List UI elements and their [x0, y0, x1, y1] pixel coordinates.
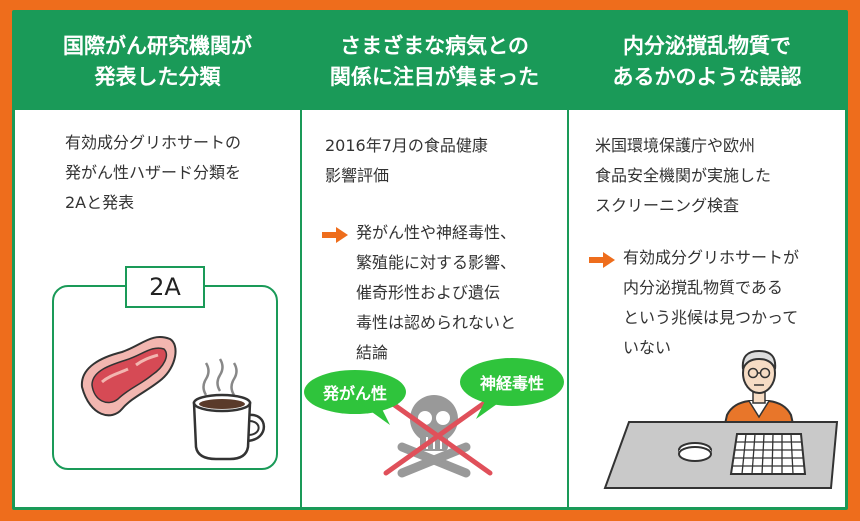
text-line: 2Aと発表 — [65, 193, 135, 212]
conclusion-text: 発がん性や神経毒性、 繁殖能に対する影響、 催奇形性および遺伝 毒性は認められな… — [356, 218, 516, 368]
text-line: という兆候は見つかって — [623, 308, 799, 327]
column-text: 有効成分グリホサートの 発がん性ハザード分類を 2Aと発表 — [65, 128, 290, 218]
conclusion-block: 有効成分グリホサートが 内分泌撹乱物質である という兆候は見つかって いない — [589, 243, 845, 363]
conclusion-text: 有効成分グリホサートが 内分泌撹乱物質である という兆候は見つかって いない — [623, 243, 799, 363]
meat-icon — [80, 336, 177, 417]
heading-line: あるかのような誤認 — [612, 64, 802, 89]
text-line: 発がん性ハザード分類を — [65, 163, 242, 182]
arrow-right-icon — [322, 227, 348, 243]
heading-line: さまざまな病気との — [340, 33, 529, 58]
column-heading: さまざまな病気との 関係に注目が集まった — [302, 13, 567, 113]
heading-line: 国際がん研究機関が — [63, 33, 252, 58]
classification-box — [52, 285, 278, 470]
text-line: 毒性は認められないと — [356, 313, 517, 332]
text-line: 内分泌撹乱物質である — [623, 278, 783, 297]
arrow-right-icon — [589, 252, 615, 268]
heading-line: 内分泌撹乱物質で — [623, 33, 791, 58]
desk-calculator-icon — [603, 421, 839, 489]
text-line: 発がん性や神経毒性、 — [356, 223, 517, 242]
text-line: いない — [623, 338, 672, 357]
speech-bubble: 発がん性 — [304, 370, 406, 414]
column-endocrine: 内分泌撹乱物質で あるかのような誤認 米国環境保護庁や欧州 食品安全機関が実施し… — [567, 13, 845, 507]
text-line: 繁殖能に対する影響、 — [356, 253, 517, 272]
column-heading: 国際がん研究機関が 発表した分類 — [15, 13, 300, 113]
heading-line: 関係に注目が集まった — [329, 64, 540, 89]
coffee-cup-icon — [192, 358, 265, 461]
text-line: 有効成分グリホサートの — [65, 133, 242, 152]
classification-badge: 2A — [125, 266, 205, 308]
text-line: 催奇形性および遺伝 — [356, 283, 501, 302]
column-text: 2016年7月の食品健康 影響評価 — [325, 131, 555, 191]
column-iarc: 国際がん研究機関が 発表した分類 有効成分グリホサートの 発がん性ハザード分類を… — [15, 13, 300, 507]
text-line: 食品安全機関が実施した — [595, 166, 772, 185]
bubble-tail — [476, 399, 504, 419]
column-text: 米国環境保護庁や欧州 食品安全機関が実施した スクリーニング検査 — [595, 131, 840, 221]
heading-line: 発表した分類 — [94, 64, 221, 89]
speech-bubble: 神経毒性 — [460, 358, 564, 406]
column-food-safety: さまざまな病気との 関係に注目が集まった 2016年7月の食品健康 影響評価 発… — [300, 13, 567, 507]
text-line: 影響評価 — [325, 166, 390, 185]
column-heading: 内分泌撹乱物質で あるかのような誤認 — [569, 13, 845, 113]
infographic-frame: 国際がん研究機関が 発表した分類 有効成分グリホサートの 発がん性ハザード分類を… — [12, 10, 848, 510]
text-line: 米国環境保護庁や欧州 — [595, 136, 756, 155]
bubble-tail — [362, 405, 390, 425]
text-line: 有効成分グリホサートが — [623, 248, 800, 267]
text-line: スクリーニング検査 — [595, 196, 740, 215]
text-line: 2016年7月の食品健康 — [325, 136, 488, 155]
text-line: 結論 — [356, 343, 389, 362]
cross-mark-icon — [383, 396, 493, 476]
conclusion-block: 発がん性や神経毒性、 繁殖能に対する影響、 催奇形性および遺伝 毒性は認められな… — [322, 218, 567, 368]
